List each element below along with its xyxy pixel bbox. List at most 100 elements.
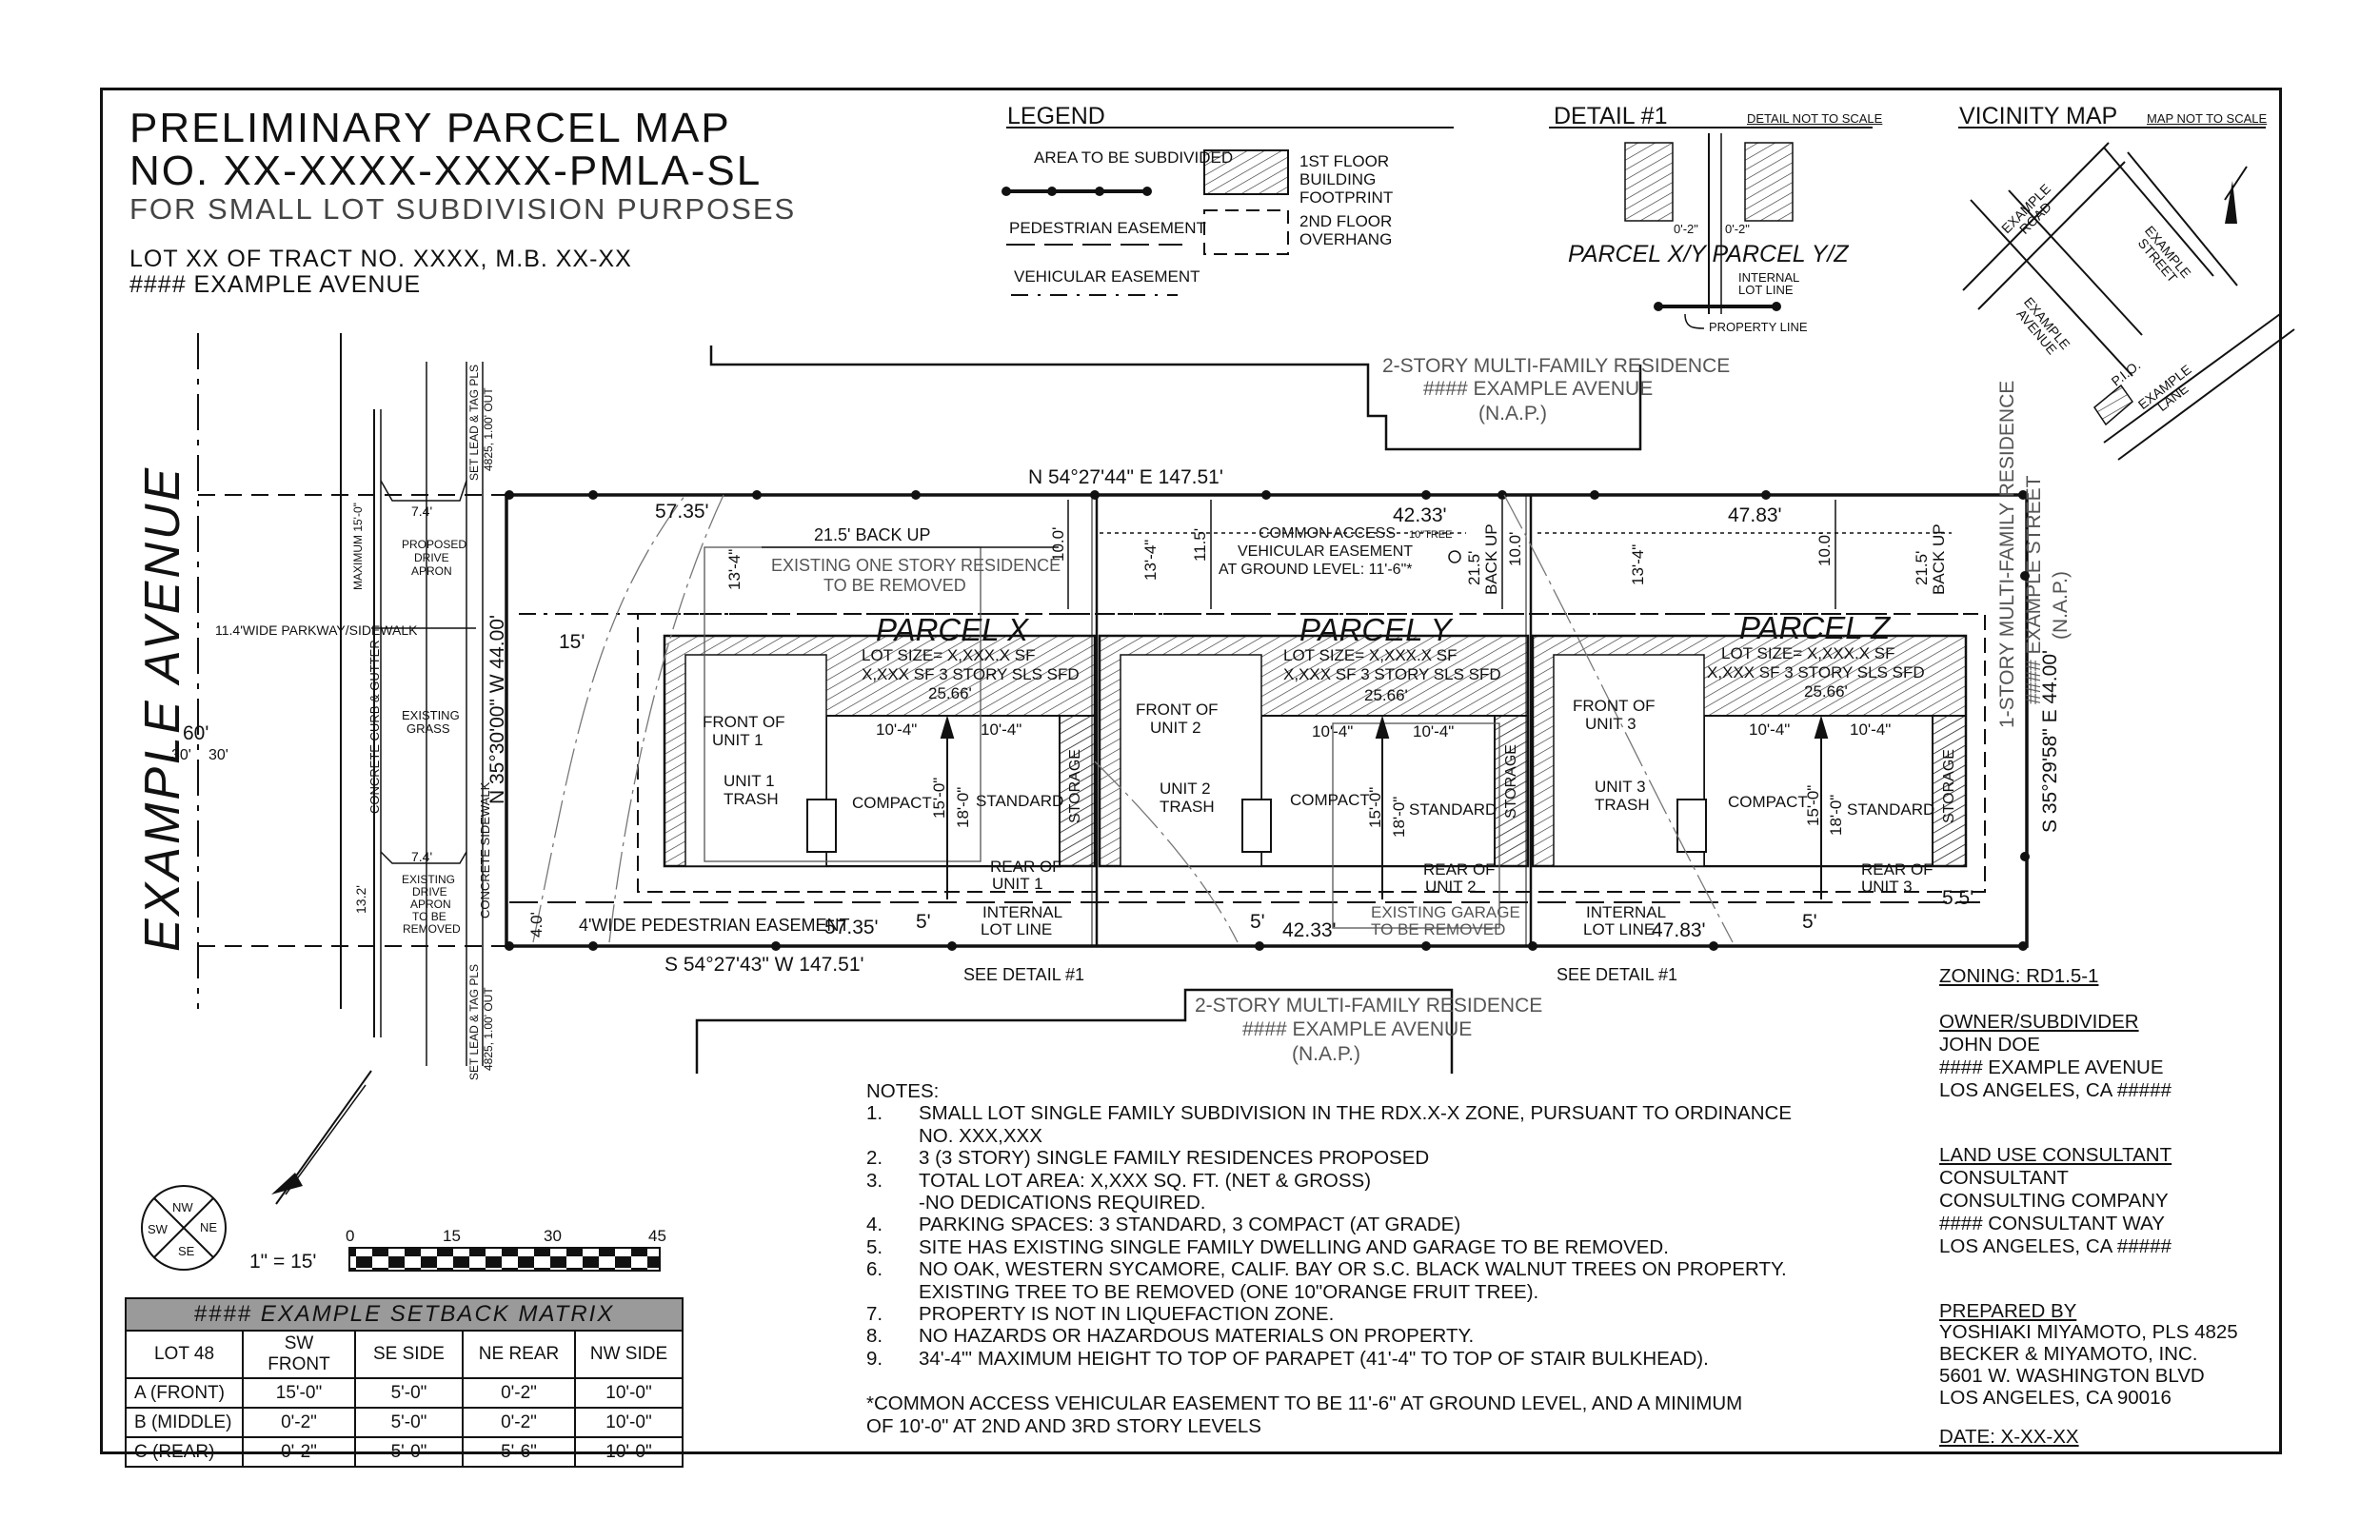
internal-yz-2: LOT LINE <box>1583 920 1656 938</box>
compass-nw: NW <box>172 1200 193 1214</box>
consultant-4: LOS ANGELES, CA ##### <box>1939 1235 2172 1257</box>
dim-top-3: 47.83' <box>1728 504 1782 526</box>
existing-garage-1: EXISTING GARAGE <box>1371 903 1520 921</box>
legend-footprint-label: 1ST FLOOR BUILDING FOOTPRINT <box>1299 152 1394 207</box>
max-width: MAXIMUM 15'-0" <box>351 503 365 590</box>
dim-bottom-3: 47.83' <box>1652 919 1706 941</box>
parcel-z-rear-2: UNIT 3 <box>1861 878 1913 896</box>
matrix-cell: 5'-0" <box>354 1377 464 1409</box>
grass-2: GRASS <box>407 721 450 736</box>
legend-vehicular-label: VEHICULAR EASEMENT <box>1014 267 1200 286</box>
street-half-left: 30' <box>171 747 191 763</box>
backup-label: 21.5' BACK UP <box>814 525 931 544</box>
note-item: -NO DEDICATIONS REQUIRED. <box>919 1192 1206 1214</box>
prepared-1: YOSHIAKI MIYAMOTO, PLS 4825 <box>1939 1321 2238 1343</box>
parcel-y-front-1: FRONT OF <box>1136 701 1219 719</box>
apron-new-1: PROPOSED <box>402 538 467 551</box>
parcel-z-standard: STANDARD <box>1847 800 1935 819</box>
parcel-z-front-1: FRONT OF <box>1573 697 1656 715</box>
consultant-heading: LAND USE CONSULTANT <box>1939 1144 2172 1166</box>
matrix-cell: 0'-2" <box>462 1377 576 1409</box>
parcel-y-storage: STORAGE <box>1503 744 1519 819</box>
sheet-border <box>100 88 2282 1454</box>
note-item: 1.SMALL LOT SINGLE FAMILY SUBDIVISION IN… <box>866 1102 1793 1125</box>
matrix-header: SE SIDE <box>354 1330 464 1379</box>
detail-wall-right <box>1744 142 1794 222</box>
consultant-2: CONSULTING COMPANY <box>1939 1190 2169 1212</box>
parkway-label: 11.4'WIDE PARKWAY/SIDEWALK <box>215 622 418 638</box>
consultant-1: CONSULTANT <box>1939 1167 2069 1189</box>
legend-pedestrian-label: PEDESTRIAN EASEMENT <box>1009 219 1206 237</box>
parcel-z-trash-2: TRASH <box>1595 796 1650 814</box>
parcel-y-compact: COMPACT <box>1290 791 1370 809</box>
parcel-z-width: 25.66' <box>1804 682 1848 701</box>
note-item: 9.34'-4"' MAXIMUM HEIGHT TO TOP OF PARAP… <box>866 1347 1709 1370</box>
parcel-y-w1: 10'-4" <box>1312 722 1354 740</box>
matrix-header: SW FRONT <box>242 1330 356 1379</box>
owner-heading: OWNER/SUBDIVIDER <box>1939 1011 2139 1033</box>
compass-se: SE <box>178 1244 195 1258</box>
backup-v-y-1: 21.5' <box>1465 550 1483 585</box>
parcel-x-front-2: UNIT 1 <box>712 731 764 749</box>
internal-xy-1: INTERNAL <box>982 903 1063 921</box>
parcel-y-rear-2: UNIT 2 <box>1425 878 1477 896</box>
parcel-y-front-2: UNIT 2 <box>1150 719 1201 737</box>
legend-footprint-swatch <box>1203 149 1289 195</box>
note-item: 2.3 (3 STORY) SINGLE FAMILY RESIDENCES P… <box>866 1147 1430 1170</box>
apron-old-3: APRON <box>410 898 451 911</box>
existing-res-2: TO BE REMOVED <box>823 576 966 595</box>
apron-depth: 13.2' <box>353 885 368 914</box>
matrix-cell: 0'-2" <box>242 1436 356 1468</box>
neighbor-right-3: (N.A.P.) <box>2050 571 2072 640</box>
table-row: A (FRONT) 15'-0" 5'-0" 0'-2" 10'-0" <box>125 1377 684 1409</box>
legend-overhang-swatch <box>1203 209 1289 255</box>
setback-15: 15' <box>559 631 585 653</box>
apron-old-4: TO BE <box>412 910 446 923</box>
owner-address: #### EXAMPLE AVENUE <box>1939 1056 2164 1078</box>
height-134-x: 13'-4" <box>725 548 744 590</box>
parcel-x-footprint <box>663 634 1097 868</box>
parcel-z-trash-1: UNIT 3 <box>1595 778 1646 796</box>
prepared-4: LOS ANGELES, CA 90016 <box>1939 1387 2172 1409</box>
prepared-2: BECKER & MIYAMOTO, INC. <box>1939 1343 2198 1365</box>
neighbor-right-1: 1-STORY MULTI-FAMILY RESIDENCE <box>1996 380 2018 728</box>
parcel-y-rear-1: REAR OF <box>1423 860 1496 879</box>
legend-area-symbol <box>1002 187 1152 196</box>
detail-property-line: PROPERTY LINE <box>1709 320 1808 334</box>
tag-top-2: 4825, 1.00' OUT <box>482 387 495 471</box>
bearing-north: N 54°27'44" E 147.51' <box>1028 466 1223 488</box>
bearing-east: S 35°29'58" E 44.00' <box>2039 649 2061 833</box>
parcel-z-d1: 15'-0" <box>1804 784 1822 826</box>
detail-heading: DETAIL #1 <box>1554 103 1668 129</box>
parcel-x-lot: LOT SIZE= X,XXX.X SF <box>862 646 1036 664</box>
zoning: ZONING: RD1.5-1 <box>1939 965 2099 987</box>
notes-block: NOTES: 1.SMALL LOT SINGLE FAMILY SUBDIVI… <box>866 1080 1792 1437</box>
detail-internal-1: INTERNAL <box>1738 270 1800 285</box>
height-115: 11.5' <box>1191 527 1209 562</box>
parcel-z-bldg: X,XXX SF 3 STORY SLS SFD <box>1707 663 1925 681</box>
backup-v-z-1: 21.5' <box>1913 550 1931 585</box>
matrix-cell: 10'-0" <box>574 1377 684 1409</box>
dim-top-1: 57.35' <box>655 501 709 523</box>
matrix-title: #### EXAMPLE SETBACK MATRIX <box>125 1297 684 1332</box>
easement-3: AT GROUND LEVEL: 11'-6"* <box>1219 562 1413 578</box>
setback-5-x: 5' <box>916 911 931 933</box>
map-purpose: FOR SMALL LOT SUBDIVISION PURPOSES <box>129 192 797 226</box>
backup-v-z-2: BACK UP <box>1930 523 1948 595</box>
matrix-header: NW SIDE <box>574 1330 684 1379</box>
internal-xy-2: LOT LINE <box>981 920 1053 938</box>
apron-old-2: DRIVE <box>412 885 447 898</box>
note-item: NO. XXX,XXX <box>919 1124 1042 1147</box>
parcel-x-d1: 15'-0" <box>930 777 948 819</box>
apron-old-5: REMOVED <box>403 922 461 936</box>
parcel-y-trash-1: UNIT 2 <box>1160 780 1211 798</box>
parcel-y-name: PARCEL Y <box>1299 612 1452 647</box>
bearing-south: S 54°27'43" W 147.51' <box>664 954 864 976</box>
prepared-3: 5601 W. WASHINGTON BLVD <box>1939 1365 2205 1387</box>
parcel-x-rear-2: UNIT 1 <box>992 875 1043 893</box>
street-half-right: 30' <box>208 747 228 763</box>
notes-heading: NOTES: <box>866 1080 940 1102</box>
dim-top-2: 42.33' <box>1393 504 1447 526</box>
detail-parcels-label: PARCEL X/Y PARCEL Y/Z <box>1568 241 1849 267</box>
